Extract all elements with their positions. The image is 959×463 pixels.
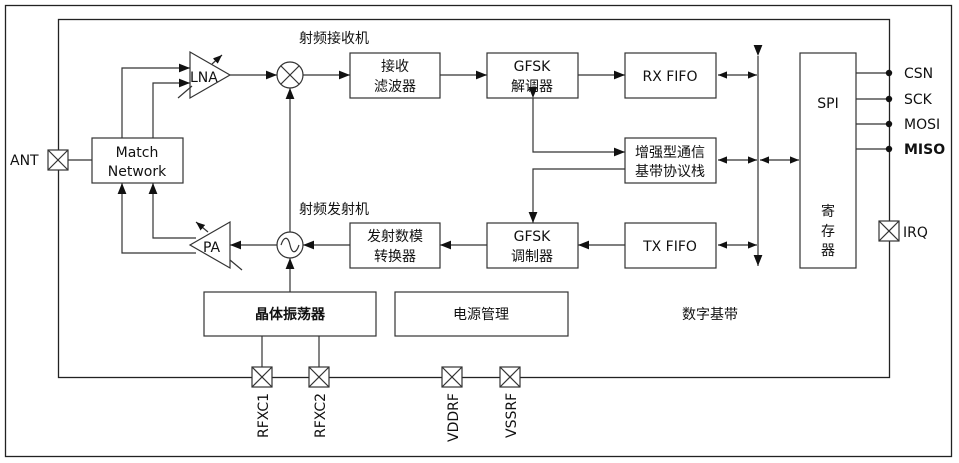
protocol-label-2: 基带协议栈: [635, 163, 705, 180]
pin-rfxc1: RFXC1: [251, 366, 273, 438]
wire-match-lna-1: [121, 63, 190, 138]
lna-label: LNA: [190, 70, 218, 86]
protocol-stack-block: 增强型通信 基带协议栈: [624, 137, 717, 184]
pin-label-ant: ANT: [10, 153, 39, 169]
pin-vddrf: VDDRF: [441, 366, 463, 442]
lna-amplifier: LNA: [177, 50, 232, 100]
section-label-digital: 数字基带: [682, 306, 738, 323]
spi-label: SPI: [817, 96, 838, 112]
gfsk-demod-label-1: GFSK: [514, 59, 552, 75]
pin-label-mosi: MOSI: [904, 117, 940, 133]
pin-sck: SCK: [856, 92, 933, 108]
wire-pa-match-2: [117, 183, 196, 254]
pin-miso: MISO: [856, 142, 945, 158]
pin-irq: IRQ: [878, 220, 928, 242]
pin-ant: ANT: [10, 149, 69, 171]
pin-label-rfxc2: RFXC2: [313, 393, 329, 438]
outer-frame: [4, 4, 953, 458]
gfsk-modulator-block: GFSK 调制器: [486, 222, 579, 269]
gfsk-mod-label-2: 调制器: [511, 249, 553, 265]
section-label-rx: 射频接收机: [299, 30, 369, 47]
gfsk-mod-label-1: GFSK: [514, 229, 552, 245]
pin-vssrf: VSSRF: [499, 366, 521, 438]
tx-dac-block: 发射数模 转换器: [349, 222, 441, 269]
tx-fifo-block: TX FIFO: [624, 222, 717, 269]
mixer-icon: [276, 61, 304, 89]
crystal-label: 晶体振荡器: [255, 306, 326, 323]
tx-dac-label-1: 发射数模: [367, 229, 423, 245]
pin-label-irq: IRQ: [903, 225, 928, 241]
register-label-3: 器: [821, 243, 835, 259]
wire-protocol-mod: [528, 164, 636, 223]
pin-label-rfxc1: RFXC1: [256, 393, 272, 438]
pin-label-miso: MISO: [904, 142, 945, 158]
pin-label-vddrf: VDDRF: [446, 393, 462, 442]
pa-amplifier: PA: [188, 220, 243, 271]
register-label-1: 寄: [821, 203, 835, 220]
oscillator-icon: [276, 231, 304, 259]
pin-csn: CSN: [856, 66, 933, 82]
pin-rfxc2: RFXC2: [308, 366, 330, 438]
rx-filter-label-1: 接收: [381, 58, 409, 75]
protocol-label-1: 增强型通信: [635, 145, 705, 161]
tx-dac-label-2: 转换器: [374, 248, 416, 265]
rx-filter-label-2: 滤波器: [374, 79, 416, 95]
power-management-block: 电源管理: [394, 291, 569, 337]
match-network-block: Match Network: [91, 137, 184, 184]
spi-register-block: SPI 寄 存 器: [799, 52, 857, 269]
register-label-2: 存: [821, 224, 835, 240]
crystal-oscillator-block: 晶体振荡器: [203, 291, 377, 337]
power-label: 电源管理: [453, 307, 509, 323]
section-label-tx: 射频发射机: [299, 202, 369, 218]
pa-label: PA: [203, 240, 221, 256]
wire-match-lna-2: [152, 78, 190, 138]
wire-pa-match-1: [148, 183, 196, 239]
rx-fifo-label: RX FIFO: [642, 69, 697, 85]
pin-label-vssrf: VSSRF: [504, 393, 520, 438]
match-network-label-1: Match: [116, 145, 159, 161]
match-network-label-2: Network: [108, 164, 167, 180]
gfsk-demodulator-block: GFSK 解调器: [486, 52, 579, 99]
tx-fifo-label: TX FIFO: [642, 239, 697, 255]
pin-label-sck: SCK: [904, 92, 933, 108]
pin-mosi: MOSI: [856, 117, 940, 133]
gfsk-demod-label-2: 解调器: [511, 79, 553, 95]
chip-boundary: [57, 18, 891, 379]
pin-label-csn: CSN: [904, 66, 933, 82]
rx-fifo-block: RX FIFO: [624, 52, 717, 99]
wire-demod-protocol: [528, 87, 625, 157]
rx-filter-block: 接收 滤波器: [349, 52, 441, 99]
